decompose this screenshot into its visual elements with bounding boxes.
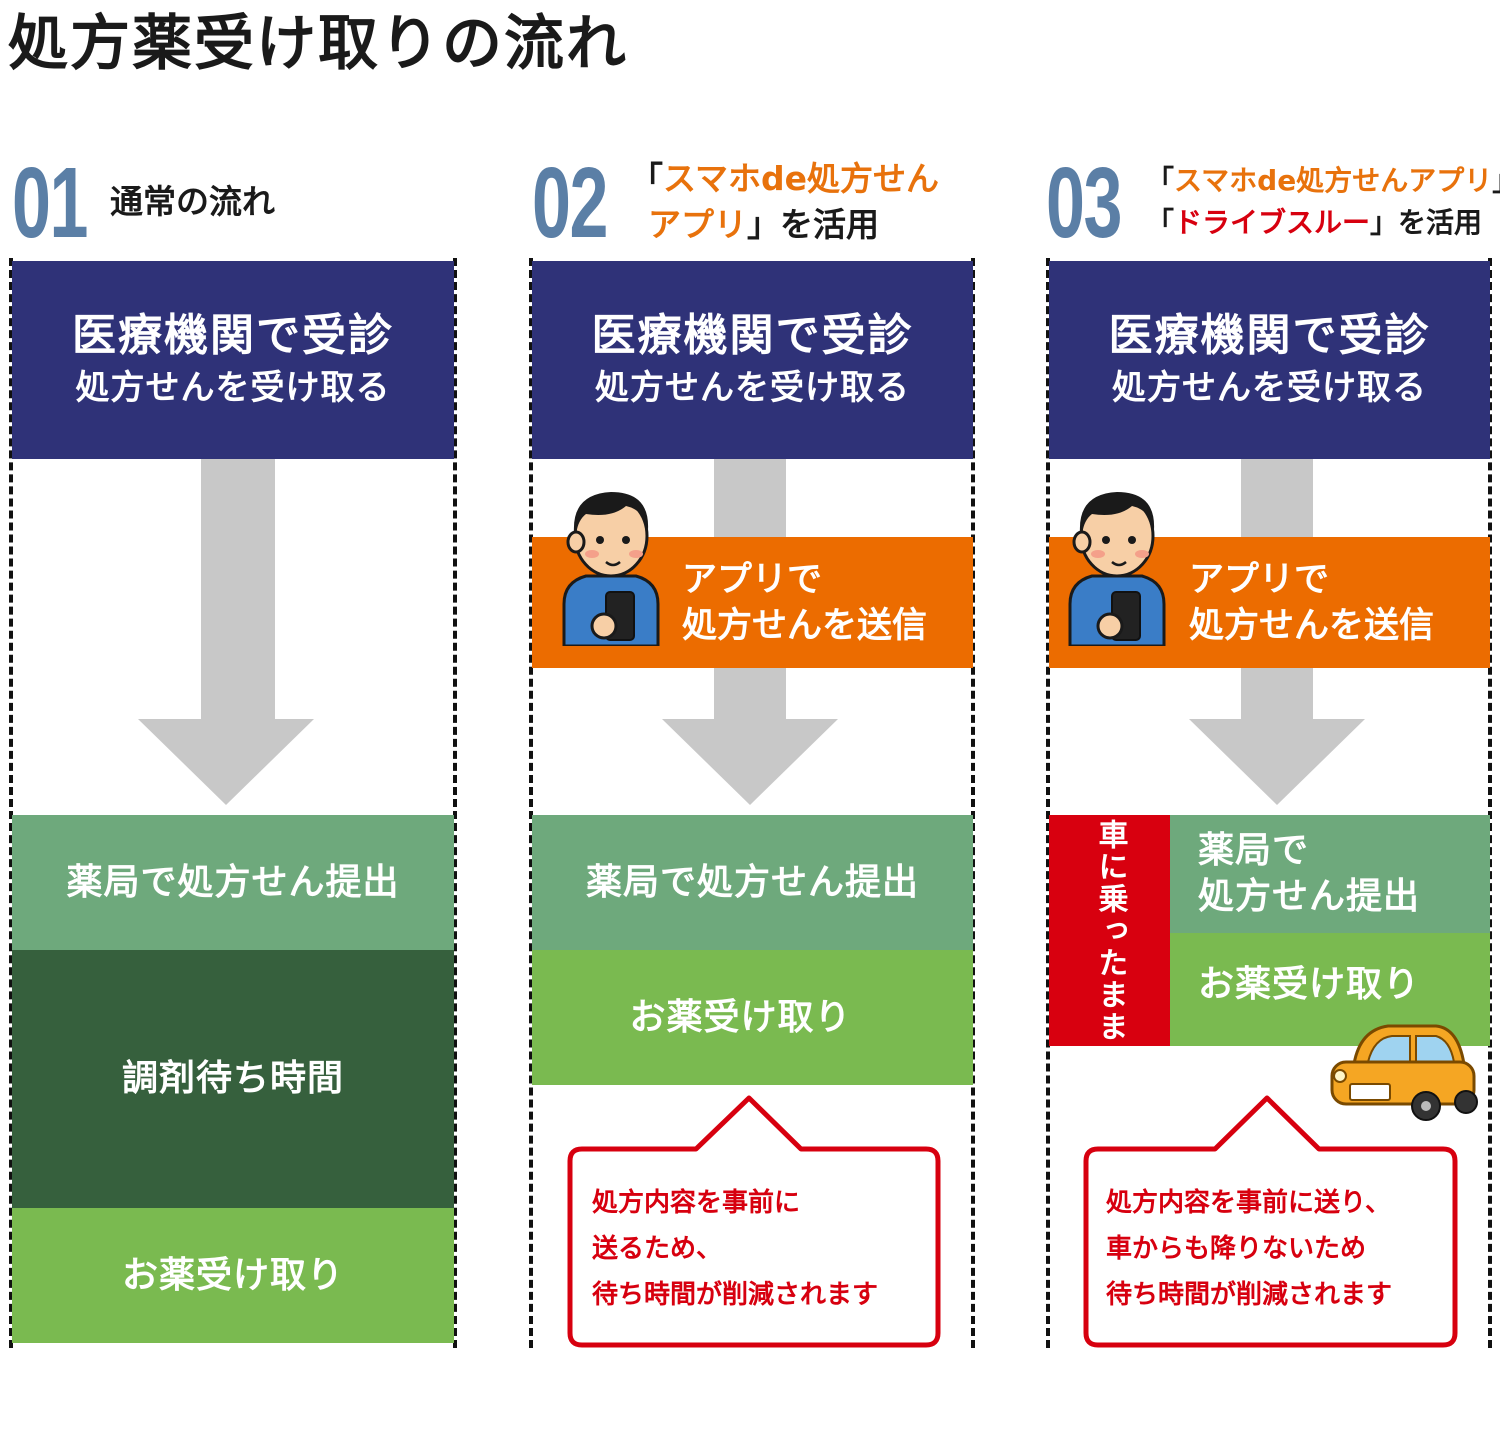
speech-bubble <box>567 1095 941 1348</box>
visit-clinic-line1: 医療機関で受診 <box>591 310 914 361</box>
down-arrow-icon <box>138 459 314 805</box>
visit-clinic-line1: 医療機関で受診 <box>72 310 394 361</box>
receive-medicine-label: お薬受け取り <box>1198 963 1421 1005</box>
visit-clinic-line2: 処方せんを受け取る <box>1112 368 1427 408</box>
page-title: 処方薬受け取りの流れ <box>8 9 628 79</box>
heading-app-name: スマホde処方せんアプリ <box>1174 164 1493 197</box>
send-via-app-line1: アプリで <box>682 560 823 600</box>
bubble-text: 処方内容を事前に送り、 車からも降りないため 待ち時間が削減されます <box>1106 1180 1392 1318</box>
person-with-smartphone-icon <box>1068 492 1166 646</box>
column-border-right <box>1488 258 1492 1348</box>
heading-suffix: 」を活用 <box>1370 206 1483 239</box>
column-border-left <box>529 258 533 1348</box>
submit-prescription-step: 薬局で処方せん提出 <box>12 815 454 950</box>
heading-suffix: 」を活用 <box>747 205 879 244</box>
bubble-text: 処方内容を事前に 送るため、 待ち時間が削減されます <box>592 1180 878 1318</box>
column-number: 01 <box>12 147 88 259</box>
stay-in-car-label: 車に乗ったまま <box>1049 815 1170 1046</box>
column-heading: 「スマホde処方せんアプリ」 「ドライブスルー」を活用 <box>1146 160 1500 244</box>
heading-bracket: 「 <box>630 159 663 198</box>
bubble-line2: 車からも降りないため <box>1106 1234 1367 1264</box>
column-number: 02 <box>532 147 608 259</box>
send-via-app-line2: 処方せんを送信 <box>1189 606 1435 646</box>
column-border-right <box>453 258 457 1348</box>
visit-clinic-box: 医療機関で受診 処方せんを受け取る <box>532 261 973 459</box>
submit-prescription-line1: 薬局で <box>1198 830 1310 871</box>
send-via-app-label: アプリで 処方せんを送信 <box>1189 557 1434 649</box>
column-border-left <box>1046 258 1050 1348</box>
bubble-line2: 送るため、 <box>592 1234 723 1264</box>
heading-bracket-open: 「 <box>1146 164 1175 197</box>
visit-clinic-line2: 処方せんを受け取る <box>75 368 391 408</box>
bubble-line1: 処方内容を事前に <box>592 1188 801 1218</box>
visit-clinic-line1: 医療機関で受診 <box>1108 310 1431 361</box>
column-heading: 通常の流れ <box>110 182 275 221</box>
person-with-smartphone-icon <box>562 492 660 646</box>
submit-prescription-label: 薬局で 処方せん提出 <box>1170 828 1420 920</box>
heading-bracket-close: 」 <box>1492 164 1500 197</box>
visit-clinic-box: 医療機関で受診 処方せんを受け取る <box>1049 261 1490 459</box>
receive-medicine-label: お薬受け取り <box>629 996 852 1038</box>
receive-medicine-step: お薬受け取り <box>532 950 973 1085</box>
heading-drive-thru: ドライブスルー <box>1174 206 1371 239</box>
column-heading: 「スマホde処方せん アプリ」を活用 <box>630 156 939 248</box>
heading-app-name: スマホde処方せん <box>663 159 940 198</box>
receive-medicine-step: お薬受け取り <box>12 1208 454 1343</box>
submit-prescription-label: 薬局で処方せん提出 <box>585 861 919 903</box>
column-border-left <box>9 258 13 1348</box>
send-via-app-line1: アプリで <box>1189 560 1330 600</box>
waiting-time-label: 調剤待ち時間 <box>121 1058 344 1099</box>
bubble-line3: 待ち時間が削減されます <box>1106 1280 1393 1310</box>
column-border-right <box>971 258 975 1348</box>
bubble-line3: 待ち時間が削減されます <box>592 1280 879 1310</box>
send-via-app-line2: 処方せんを送信 <box>682 606 928 646</box>
heading-app-name-cont: アプリ <box>648 205 747 244</box>
bubble-line1: 処方内容を事前に送り、 <box>1106 1188 1391 1218</box>
submit-prescription-step: 薬局で 処方せん提出 <box>1170 815 1490 933</box>
column-number: 03 <box>1046 147 1122 259</box>
heading-bracket-open-2: 「 <box>1146 206 1175 239</box>
visit-clinic-box: 医療機関で受診 処方せんを受け取る <box>12 261 454 459</box>
speech-bubble <box>1083 1095 1458 1348</box>
submit-prescription-line2: 処方せん提出 <box>1198 876 1421 917</box>
submit-prescription-label: 薬局で処方せん提出 <box>66 861 400 903</box>
receive-medicine-label: お薬受け取り <box>121 1254 344 1296</box>
submit-prescription-step: 薬局で処方せん提出 <box>532 815 973 950</box>
send-via-app-label: アプリで 処方せんを送信 <box>682 557 927 649</box>
visit-clinic-line2: 処方せんを受け取る <box>595 368 910 408</box>
waiting-time-step: 調剤待ち時間 <box>12 950 454 1208</box>
yellow-car-icon <box>1330 1024 1478 1121</box>
